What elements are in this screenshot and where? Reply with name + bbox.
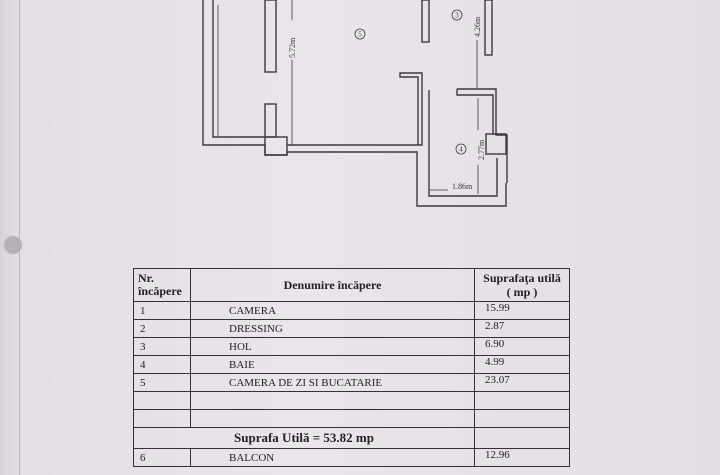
punch-hole	[4, 236, 22, 254]
room-label: 4	[459, 146, 463, 154]
dimension-label: 1.86m	[452, 182, 473, 191]
walls	[202, 0, 508, 207]
room-marker-5	[354, 28, 366, 40]
total-area: Suprafa Utilă = 53.82 mp	[133, 427, 475, 449]
rooms-table: Nr.încăpere Denumire încăpere Suprafaţa …	[133, 268, 570, 467]
header-area: Suprafaţa utilă( mp )	[474, 268, 570, 302]
room-label: 3	[455, 12, 459, 20]
table-header: Nr.încăpere Denumire încăpere Suprafaţa …	[133, 268, 570, 302]
room-marker-4	[455, 143, 467, 155]
dimension-label: 2.77m	[477, 139, 486, 160]
empty-row	[133, 409, 570, 428]
room-label: 5	[358, 31, 362, 39]
floor-plan: 5 3 4 5.72m 4.26m 2.77m 1.86m	[202, 0, 508, 207]
page-edge	[19, 0, 20, 475]
empty-row	[133, 391, 570, 410]
dimension-lines	[217, 0, 479, 194]
header-nr: Nr.încăpere	[133, 268, 191, 302]
total-row: Suprafa Utilă = 53.82 mp	[133, 427, 570, 449]
header-name: Denumire încăpere	[190, 268, 475, 302]
dimension-label: 4.26m	[473, 16, 482, 37]
room-marker-3	[451, 9, 463, 21]
dimension-label: 5.72m	[288, 37, 297, 58]
